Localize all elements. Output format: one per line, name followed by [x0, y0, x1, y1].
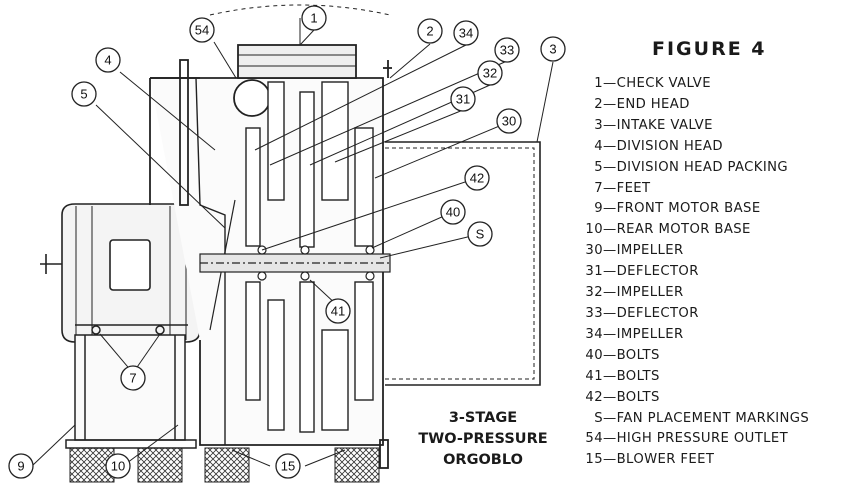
caption-line: TWO-PRESSURE — [418, 431, 548, 447]
figure-title: FIGURE 4 — [652, 38, 767, 60]
foundation-blocks — [69, 447, 380, 483]
legend-item: 54—HIGH PRESSURE OUTLET — [585, 431, 789, 447]
caption-line: 3-STAGE — [448, 410, 518, 426]
legend-item: 30—IMPELLER — [585, 243, 684, 259]
callout-5: 5 — [80, 87, 87, 102]
legend-item: 42—BOLTS — [585, 389, 660, 405]
legend-item: 4—DIVISION HEAD — [594, 138, 723, 154]
legend-item: 33—DEFLECTOR — [585, 305, 699, 321]
callout-1: 1 — [310, 11, 317, 26]
callout-30: 30 — [502, 114, 516, 129]
legend-item: S—FAN PLACEMENT MARKINGS — [594, 410, 810, 426]
legend-item: 3—INTAKE VALVE — [594, 117, 713, 133]
callout-4: 4 — [104, 53, 111, 68]
legend-item: 7—FEET — [594, 180, 651, 196]
legend-item: 15—BLOWER FEET — [585, 452, 715, 468]
legend-item: 5—DIVISION HEAD PACKING — [594, 159, 788, 175]
callout-33: 33 — [500, 43, 514, 58]
callout-9: 9 — [17, 459, 24, 474]
legend-item: 31—DEFLECTOR — [585, 264, 699, 280]
impellers — [245, 81, 374, 433]
callout-2: 2 — [426, 24, 433, 39]
legend-item: 2—END HEAD — [594, 96, 690, 112]
callout-42: 42 — [470, 171, 484, 186]
callout-7: 7 — [129, 371, 136, 386]
legend-item: 10—REAR MOTOR BASE — [585, 222, 751, 238]
parts-legend: 1—CHECK VALVE 2—END HEAD 3—INTAKE VALVE … — [571, 74, 809, 471]
diagram-caption: 3-STAGE TWO-PRESSURE ORGOBLO — [408, 408, 558, 471]
callout-40: 40 — [446, 205, 460, 220]
callout-labels: 1 2 3 4 5 7 9 10 15 30 31 32 33 34 40 41… — [17, 11, 556, 474]
shaft — [199, 245, 391, 281]
callout-41: 41 — [331, 304, 345, 319]
callout-circle — [8, 5, 566, 479]
callout-3: 3 — [549, 42, 556, 57]
callout-32: 32 — [483, 66, 497, 81]
legend-item: 40—BOLTS — [585, 347, 660, 363]
callout-s: S — [476, 227, 485, 242]
callout-54: 54 — [195, 23, 209, 38]
intake-duct — [385, 141, 541, 386]
callout-34: 34 — [459, 26, 473, 41]
callout-15: 15 — [281, 459, 295, 474]
legend-item: 9—FRONT MOTOR BASE — [594, 201, 761, 217]
caption-line: ORGOBLO — [443, 452, 523, 468]
legend-item: 32—IMPELLER — [585, 285, 684, 301]
callout-10: 10 — [111, 459, 125, 474]
legend-item: 34—IMPELLER — [585, 326, 684, 342]
callout-31: 31 — [456, 92, 470, 107]
legend-item: 1—CHECK VALVE — [594, 76, 711, 91]
legend-item: 41—BOLTS — [585, 368, 660, 384]
